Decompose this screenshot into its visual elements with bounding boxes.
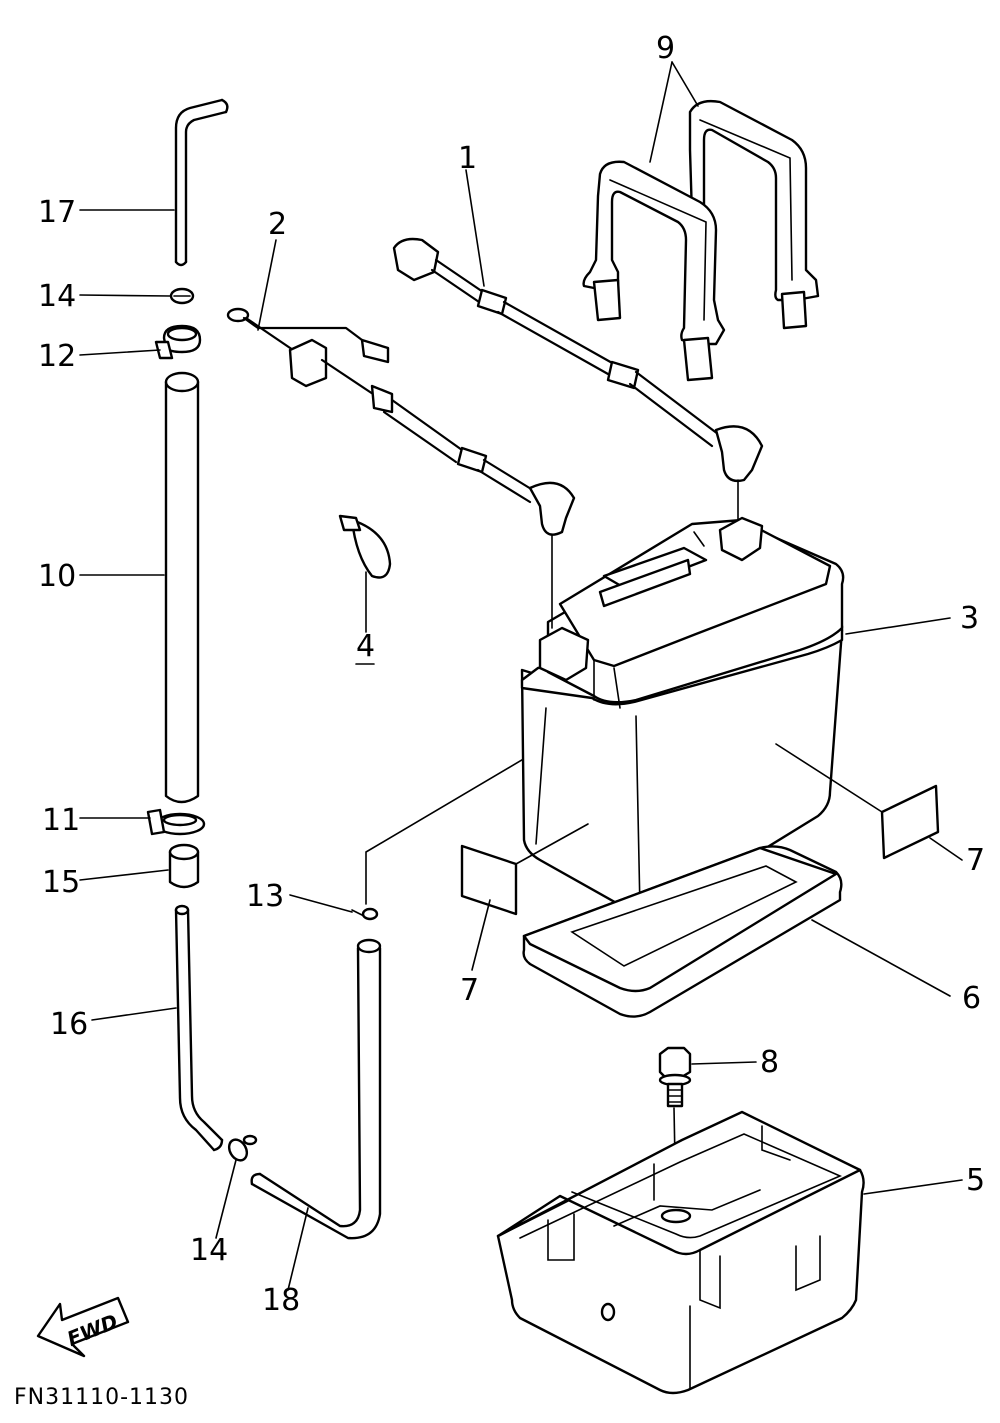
breather-hose-10 — [164, 371, 200, 804]
clip-14-top — [169, 287, 195, 305]
pad-7-right — [775, 743, 940, 860]
vent-leader-line — [365, 727, 577, 905]
battery-band-9 — [582, 99, 820, 382]
cushion-plate-6 — [522, 845, 843, 1018]
pad-7-left — [460, 823, 589, 916]
battery-3 — [520, 479, 845, 918]
callout-3: 3 — [960, 601, 979, 636]
callout-16: 16 — [50, 1007, 88, 1042]
callout-7-left: 7 — [460, 973, 479, 1008]
callout-8: 8 — [760, 1045, 779, 1080]
hose-clamp-12 — [154, 324, 202, 360]
callout-4: 4 — [356, 629, 375, 664]
callout-17: 17 — [38, 195, 76, 230]
callout-14-top: 14 — [38, 279, 76, 314]
callout-7-right: 7 — [966, 843, 985, 878]
callout-12: 12 — [38, 339, 76, 374]
callout-5: 5 — [966, 1163, 985, 1198]
callout-15: 15 — [42, 865, 80, 900]
clip-14-bottom — [227, 1134, 258, 1162]
battery-box-5 — [496, 1110, 865, 1395]
callout-1: 1 — [458, 141, 477, 176]
callout-13: 13 — [246, 879, 284, 914]
cable-band-4 — [338, 514, 392, 579]
callout-numbers: 17 14 12 10 11 15 16 14 18 13 2 1 9 4 3 … — [38, 31, 985, 1318]
callout-18: 18 — [262, 1283, 300, 1318]
breather-hose-17 — [174, 98, 229, 267]
clip-13 — [351, 907, 379, 921]
breather-hose-16 — [174, 904, 224, 1152]
callout-11: 11 — [42, 803, 80, 838]
callout-9: 9 — [656, 31, 675, 66]
callout-10: 10 — [38, 559, 76, 594]
figure-code: FN31110-1130 — [14, 1385, 189, 1410]
joint-15 — [168, 843, 200, 889]
leader-lines — [79, 61, 963, 1291]
callout-2: 2 — [268, 207, 287, 242]
bolt-8 — [658, 1046, 692, 1213]
hose-clamp-11 — [146, 808, 206, 836]
callout-14-bottom: 14 — [190, 1233, 228, 1268]
callout-6: 6 — [962, 981, 981, 1016]
battery-lead-1 — [392, 237, 764, 483]
breather-hose-18 — [250, 938, 382, 1240]
forward-arrow-icon: FWD — [36, 1296, 130, 1358]
battery-lead-2 — [226, 307, 576, 536]
